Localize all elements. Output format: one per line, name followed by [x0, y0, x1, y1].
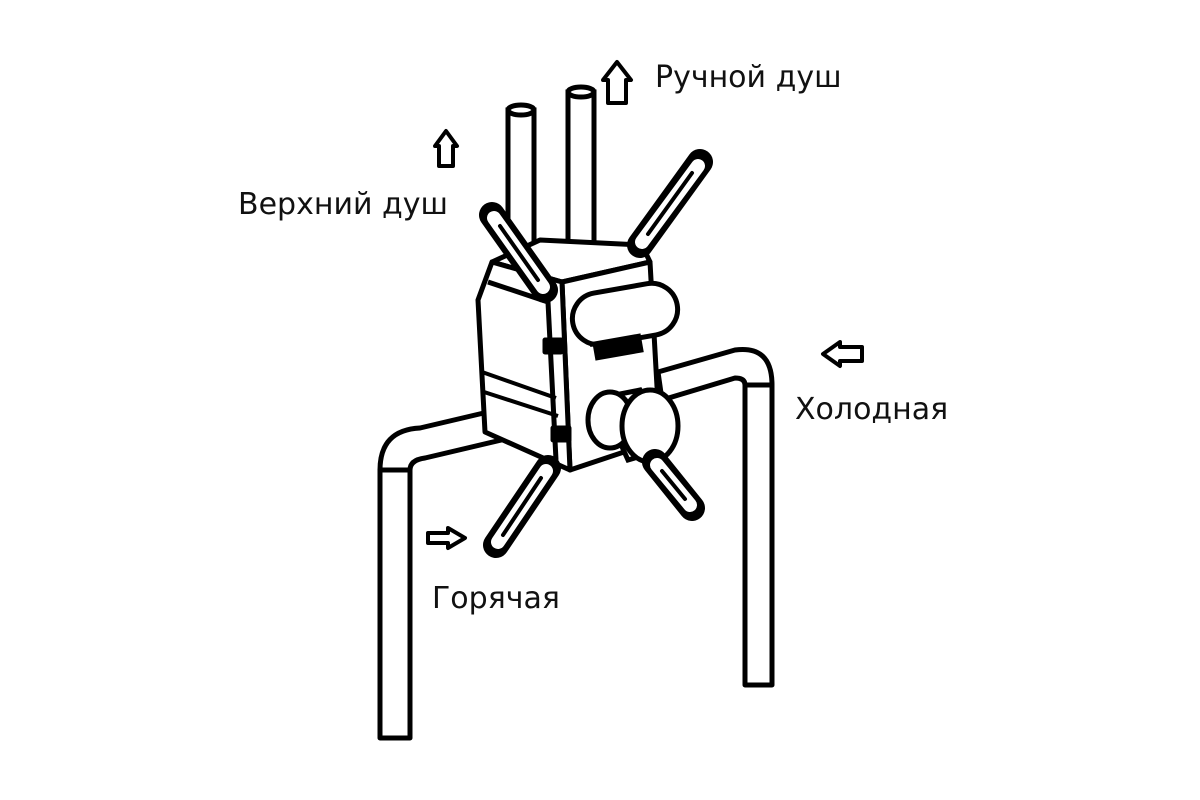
arrow-left-cold [821, 340, 864, 368]
bracket-lower-right [642, 449, 705, 521]
label-hot-water: Горячая [432, 581, 560, 616]
bracket-upper-right [627, 149, 713, 258]
label-overhead-shower: Верхний душ [238, 187, 448, 222]
bracket-upper-left [479, 202, 558, 303]
bracket-lower-left [483, 455, 561, 558]
diverter-cartridge [569, 280, 681, 361]
arrow-up-hand-shower [601, 60, 633, 105]
label-cold-water: Холодная [795, 392, 949, 427]
thermostatic-cartridge [585, 387, 681, 465]
label-hand-shower: Ручной душ [655, 60, 842, 95]
cold-water-pipe [655, 346, 775, 688]
arrow-up-overhead-shower [433, 129, 459, 168]
hot-water-pipe [377, 404, 521, 741]
outlet-pipes [505, 84, 597, 303]
mounting-brackets [479, 149, 713, 558]
arrow-right-hot [426, 526, 467, 550]
